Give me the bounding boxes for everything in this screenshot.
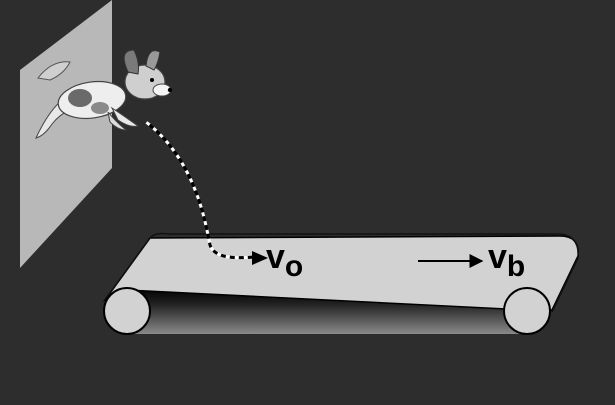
trajectory-path-shadow [145,120,256,260]
left-roller [103,287,151,335]
belt-velocity-letter: v [488,238,507,276]
belt-velocity-subscript: b [506,250,526,283]
belt-top-edge [104,232,579,313]
wall-panel [20,0,112,268]
right-roller [503,287,551,335]
initial-velocity-label: vo [266,238,303,282]
dog-jumping-icon [35,49,173,139]
initial-velocity-letter: v [266,238,285,276]
belt-velocity-label: vb [488,238,525,282]
initial-velocity-subscript: o [284,250,304,283]
trajectory-arrowhead [252,251,268,265]
